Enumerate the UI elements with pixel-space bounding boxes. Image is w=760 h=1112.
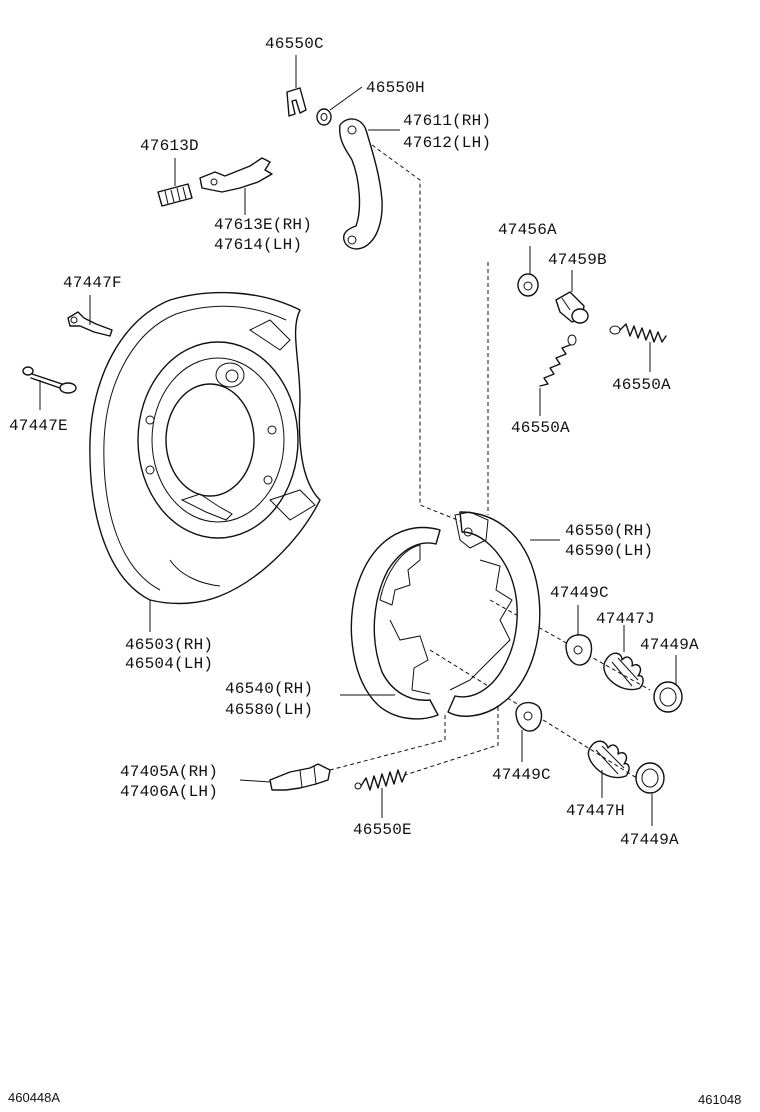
label-47447F: 47447F [63,274,122,292]
label-47449C-lower: 47449C [492,766,551,784]
part-46550A-spring-right [609,323,667,372]
label-47447E: 47447E [9,417,68,435]
part-labels: 46550C 46550H 47611(RH) 47612(LH) 47613D… [9,35,699,849]
part-47447E-pin [22,366,77,410]
label-46504: 46504(LH) [125,655,213,673]
label-46550A-right: 46550A [612,376,671,394]
label-47611: 47611(RH) [403,112,491,130]
part-47447H-spring [587,740,630,798]
part-47613E-adjuster-lever [199,157,273,215]
part-47449A-cup-lower [635,762,665,826]
label-47449A-upper: 47449A [640,636,699,654]
label-46540: 46540(RH) [225,680,313,698]
part-47611-lever [338,118,400,250]
label-47406A: 47406A(LH) [120,783,218,801]
label-47614: 47614(LH) [214,236,302,254]
label-47613E: 47613E(RH) [214,216,312,234]
label-47447H: 47447H [566,802,625,820]
part-46550E-spring [354,769,407,818]
label-47612: 47612(LH) [403,134,491,152]
label-46550E: 46550E [353,821,412,839]
part-47447J-spring [603,625,644,691]
label-46550H: 46550H [366,79,425,97]
label-46503: 46503(RH) [125,636,213,654]
label-46590-lh: 46590(LH) [565,542,653,560]
label-46550-rh: 46550(RH) [565,522,653,540]
part-47405A-adjuster [239,763,331,791]
label-47447J: 47447J [596,610,655,628]
part-47449C-retainer-lower [515,701,543,762]
label-46550C: 46550C [265,35,324,53]
label-47449A-lower: 47449A [620,831,679,849]
label-47405A: 47405A(RH) [120,763,218,781]
part-47459B-pin [555,270,589,324]
label-47449C-upper: 47449C [550,584,609,602]
label-47459B: 47459B [548,251,607,269]
label-47456A: 47456A [498,221,557,239]
part-47449C-retainer-upper [565,605,593,666]
part-46540-brake-shoe [340,526,441,720]
part-46550C-clip [286,55,307,117]
footer-codes: 460448A 461048 [8,1090,741,1107]
label-47613D: 47613D [140,137,199,155]
part-47613D-adjuster-lock [157,158,193,207]
label-46550A-center: 46550A [511,419,570,437]
part-47447F-bracket [67,295,113,337]
part-46550-brake-shoe [447,511,560,717]
label-46580: 46580(LH) [225,701,313,719]
part-46550A-spring-center [539,334,577,416]
part-47456A-washer [517,246,539,297]
part-46550H-washer [316,86,363,126]
part-47449A-cup-upper [653,655,683,713]
footer-right-code: 461048 [698,1092,741,1107]
part-46503-backing-plate [89,291,321,632]
footer-left-code: 460448A [8,1090,60,1105]
